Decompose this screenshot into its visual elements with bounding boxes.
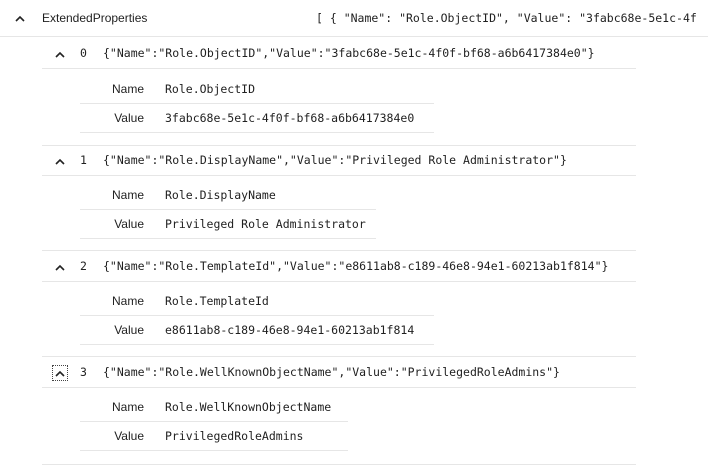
array-item-index: 2: [80, 259, 87, 273]
item-divider: [42, 145, 636, 146]
value-value: e8611ab8-c189-46e8-94e1-60213ab1f814: [165, 323, 415, 337]
name-row: Name Role.DisplayName: [80, 181, 376, 210]
array-item-header: 1 {"Name":"Role.DisplayName","Value":"Pr…: [42, 145, 636, 176]
array-item-index: 0: [80, 46, 87, 60]
property-value-preview: [ { "Name": "Role.ObjectID", "Value": "3…: [316, 11, 697, 25]
item-divider: [42, 464, 636, 465]
value-value: Privileged Role Administrator: [165, 217, 366, 231]
chevron-up-icon[interactable]: [12, 10, 28, 26]
value-row: Value PrivilegedRoleAdmins: [80, 422, 348, 451]
item-divider: [42, 356, 636, 357]
name-key: Name: [111, 400, 144, 414]
name-key: Name: [111, 294, 144, 308]
value-row: Value Privileged Role Administrator: [80, 210, 376, 239]
array-item-json: {"Name":"Role.DisplayName","Value":"Priv…: [103, 153, 567, 167]
array-item-header: 2 {"Name":"Role.TemplateId","Value":"e86…: [42, 251, 636, 282]
value-row: Value 3fabc68e-5e1c-4f0f-bf68-a6b6417384…: [80, 104, 434, 133]
property-name: ExtendedProperties: [42, 11, 148, 25]
value-value: 3fabc68e-5e1c-4f0f-bf68-a6b6417384e0: [165, 111, 415, 125]
chevron-up-icon[interactable]: [52, 46, 68, 62]
array-item-header: 0 {"Name":"Role.ObjectID","Value":"3fabc…: [42, 38, 636, 69]
value-key: Value: [114, 323, 144, 337]
name-key: Name: [111, 188, 144, 202]
value-key: Value: [114, 111, 144, 125]
value-key: Value: [114, 429, 144, 443]
array-item-json: {"Name":"Role.ObjectID","Value":"3fabc68…: [103, 46, 595, 60]
chevron-up-icon[interactable]: [52, 259, 68, 275]
array-item-header: 3 {"Name":"Role.WellKnownObjectName","Va…: [42, 357, 636, 388]
value-key: Value: [114, 217, 144, 231]
chevron-up-icon[interactable]: [52, 365, 68, 381]
name-value: Role.WellKnownObjectName: [165, 400, 332, 414]
name-value: Role.TemplateId: [165, 294, 269, 308]
extended-properties-row: ExtendedProperties [ { "Name": "Role.Obj…: [0, 0, 708, 37]
array-item-index: 3: [80, 365, 87, 379]
name-row: Name Role.ObjectID: [80, 75, 434, 104]
name-row: Name Role.TemplateId: [80, 287, 434, 316]
value-row: Value e8611ab8-c189-46e8-94e1-60213ab1f8…: [80, 316, 434, 345]
item-divider: [42, 250, 636, 251]
name-value: Role.ObjectID: [165, 82, 256, 96]
name-value: Role.DisplayName: [165, 188, 276, 202]
name-row: Name Role.WellKnownObjectName: [80, 393, 348, 422]
name-key: Name: [111, 82, 144, 96]
array-item-json: {"Name":"Role.WellKnownObjectName","Valu…: [103, 365, 560, 379]
value-value: PrivilegedRoleAdmins: [165, 429, 304, 443]
array-item-json: {"Name":"Role.TemplateId","Value":"e8611…: [103, 259, 609, 273]
array-item-index: 1: [80, 153, 87, 167]
chevron-up-icon[interactable]: [52, 153, 68, 169]
